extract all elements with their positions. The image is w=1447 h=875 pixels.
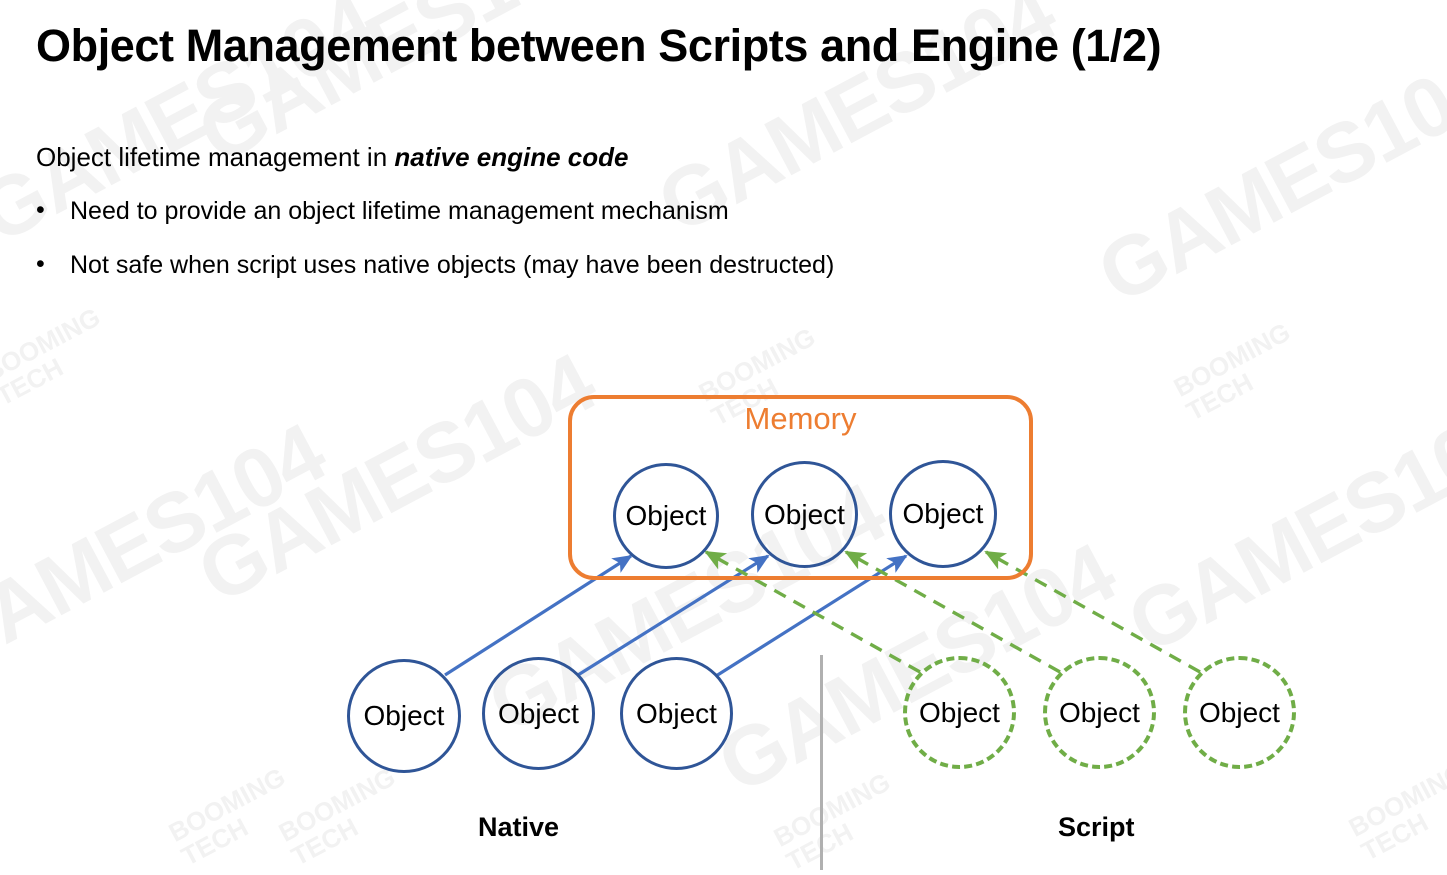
native-object-label: Object: [498, 697, 579, 729]
memory-container: [568, 395, 1033, 580]
native-object-node[interactable]: Object: [347, 659, 461, 773]
script-arrow-2: [844, 550, 1061, 674]
script-object-node[interactable]: Object: [1043, 656, 1156, 769]
subtitle: Object lifetime management in native eng…: [36, 142, 628, 173]
script-arrow-1: [704, 550, 921, 674]
bullet-marker-icon: •: [36, 196, 45, 224]
page-title: Object Management between Scripts and En…: [36, 20, 1162, 71]
native-object-node[interactable]: Object: [620, 657, 733, 770]
subtitle-emphasis: native engine code: [394, 142, 629, 172]
script-object-label: Object: [919, 696, 1000, 728]
script-object-label: Object: [1059, 696, 1140, 728]
bullet-item: • Not safe when script uses native objec…: [36, 249, 835, 280]
native-arrow-2: [577, 554, 770, 677]
script-object-node[interactable]: Object: [1183, 656, 1296, 769]
native-arrow-1: [444, 554, 633, 677]
native-object-node[interactable]: Object: [482, 657, 595, 770]
native-object-label: Object: [363, 700, 445, 731]
native-object-label: Object: [636, 697, 717, 729]
script-object-node[interactable]: Object: [903, 656, 1016, 769]
script-object-label: Object: [1199, 696, 1280, 728]
memory-object-label: Object: [902, 498, 984, 529]
native-side-label: Native: [478, 812, 560, 842]
memory-object-node[interactable]: Object: [751, 461, 858, 568]
memory-object-node[interactable]: Object: [613, 463, 719, 569]
native-script-divider: [820, 655, 823, 870]
script-side-label: Script: [1058, 812, 1135, 842]
bullet-marker-icon: •: [36, 249, 45, 278]
subtitle-prefix: Object lifetime management in: [36, 142, 395, 172]
memory-object-label: Object: [764, 498, 845, 530]
memory-object-label: Object: [625, 500, 707, 531]
memory-object-node[interactable]: Object: [889, 460, 997, 568]
bullet-item: • Need to provide an object lifetime man…: [36, 196, 834, 226]
bullet-list: • Need to provide an object lifetime man…: [36, 196, 835, 305]
bullet-text: Need to provide an object lifetime manag…: [70, 197, 729, 225]
bullet-text: Not safe when script uses native objects…: [70, 250, 835, 279]
memory-label: Memory: [744, 401, 857, 436]
